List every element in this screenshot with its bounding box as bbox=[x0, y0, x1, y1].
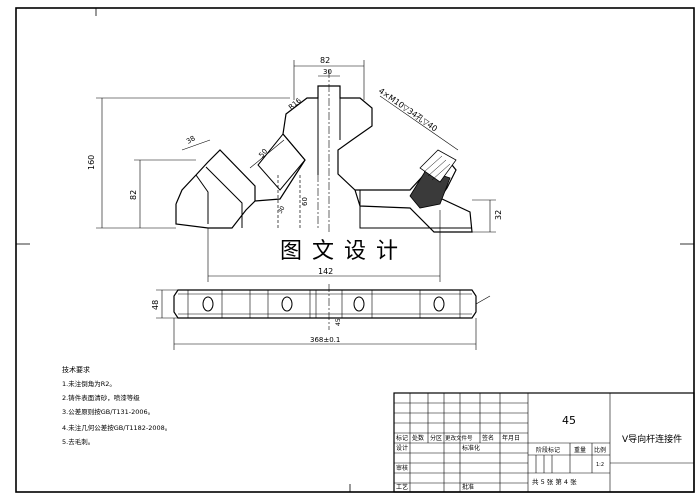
dim-height-mid: 82 bbox=[129, 190, 138, 200]
dim-side-height: 48 bbox=[151, 300, 160, 310]
technical-notes: 技术要求 1.未注倒角为R2。 2.铸件表面清砂，喷漆等级 3.公差原则按GB/… bbox=[62, 365, 171, 446]
section-mark: 45 bbox=[335, 318, 342, 326]
v-block-outline bbox=[175, 85, 473, 233]
scale-value: 1:2 bbox=[596, 462, 604, 468]
header-cell: 分区 bbox=[430, 434, 442, 442]
dim-right-height: 32 bbox=[494, 210, 503, 220]
dim-base-length: 368±0.1 bbox=[310, 336, 340, 344]
thread-line bbox=[427, 159, 447, 177]
notes-title: 技术要求 bbox=[62, 365, 90, 374]
row-standard: 标准化 bbox=[462, 444, 480, 452]
row-approve: 批准 bbox=[462, 483, 474, 491]
row-process: 工艺 bbox=[396, 483, 408, 491]
dim-top-width: 82 bbox=[320, 56, 330, 65]
dim-top-inner: 30 bbox=[323, 68, 332, 76]
bolt-hole bbox=[353, 296, 365, 312]
material-value: 45 bbox=[562, 414, 576, 427]
row-design: 设计 bbox=[396, 444, 408, 452]
part-name: V导向杆连接件 bbox=[622, 433, 682, 445]
note-item: 5.去毛刺。 bbox=[62, 437, 94, 446]
right-block bbox=[359, 206, 472, 229]
bolt-hole bbox=[281, 296, 293, 312]
leader-line bbox=[379, 95, 459, 151]
dim-height-total: 160 bbox=[87, 155, 96, 170]
note-item: 2.铸件表面清砂，喷漆等级 bbox=[62, 393, 140, 402]
note-item: 4.未注几何公差按GB/T1182-2008。 bbox=[62, 423, 171, 432]
sheet-border bbox=[15, 7, 695, 493]
thread-line bbox=[431, 163, 451, 181]
plan-view bbox=[173, 284, 477, 330]
dim-line bbox=[181, 139, 211, 151]
header-cell: 年月日 bbox=[502, 434, 520, 442]
dim-line bbox=[249, 139, 285, 169]
thread-line bbox=[423, 155, 443, 173]
stage-label: 阶段标记 bbox=[536, 446, 560, 454]
weight-label: 重量 bbox=[574, 446, 586, 454]
threaded-bolt bbox=[409, 149, 457, 209]
bolt-shank bbox=[419, 149, 457, 183]
thread-note: 4×M10▽34孔▽40 bbox=[377, 86, 439, 133]
dim-length: 142 bbox=[318, 267, 333, 276]
leader-line bbox=[475, 295, 491, 305]
left-arm-inner bbox=[195, 166, 243, 228]
header-cell: 签名 bbox=[482, 434, 494, 442]
plan-dimensions: 48 368±0.1 45 bbox=[151, 289, 491, 350]
dim-slot-r: R16 bbox=[287, 96, 303, 111]
left-slot bbox=[257, 133, 306, 191]
scale-label: 比例 bbox=[594, 446, 606, 454]
header-cell: 更改文件号 bbox=[445, 434, 473, 442]
sheets-text: 共 5 张 第 4 张 bbox=[532, 477, 577, 486]
bolt-hole bbox=[433, 296, 445, 312]
front-view bbox=[175, 70, 473, 233]
title-block-frame bbox=[393, 392, 695, 493]
note-item: 1.未注倒角为R2。 bbox=[62, 379, 116, 388]
dim-slot-width: 50 bbox=[257, 147, 269, 159]
dim-left-width: 38 bbox=[185, 134, 197, 145]
note-item: 3.公差原则按GB/T131-2006。 bbox=[62, 407, 154, 416]
dim-angle: 60 bbox=[301, 197, 309, 206]
watermark-text: 图文设计 bbox=[280, 239, 408, 264]
title-block: 标记 处数 分区 更改文件号 签名 年月日 设计 标准化 审核 工艺 批准 45… bbox=[393, 392, 695, 493]
dim-angle-small: 30 bbox=[277, 205, 287, 215]
bolt-hole bbox=[202, 296, 214, 312]
plan-outline bbox=[173, 289, 477, 319]
row-review: 审核 bbox=[396, 464, 408, 472]
header-cell: 标记 bbox=[396, 434, 408, 442]
header-cell: 处数 bbox=[412, 434, 424, 442]
